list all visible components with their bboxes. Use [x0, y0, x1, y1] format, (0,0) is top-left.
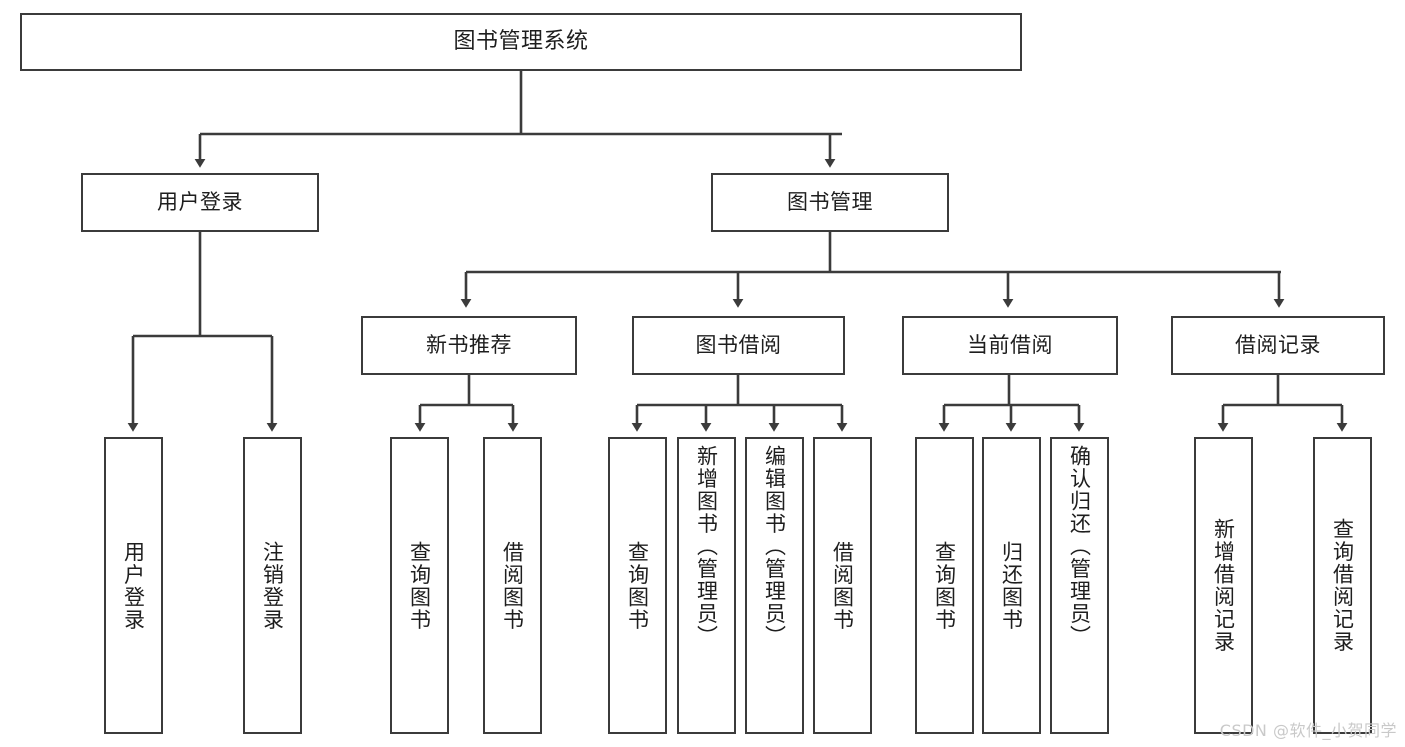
- node-book-management[interactable]: 图书管理: [711, 173, 949, 232]
- leaf-return-book[interactable]: 归还图书: [982, 437, 1041, 734]
- node-label: 图书借阅: [695, 333, 782, 358]
- leaf-logout-login[interactable]: 注销登录: [243, 437, 302, 734]
- node-label: 新书推荐: [426, 333, 512, 358]
- leaf-query-record[interactable]: 查询借阅记录: [1313, 437, 1372, 734]
- leaf-add-book[interactable]: 新增图书（管理员）: [677, 437, 736, 734]
- node-label: 借阅图书: [500, 540, 525, 631]
- leaf-query-book-1[interactable]: 查询图书: [390, 437, 449, 734]
- leaf-confirm-return[interactable]: 确认归还（管理员）: [1050, 437, 1109, 734]
- node-label: 查询借阅记录: [1330, 518, 1355, 653]
- leaf-borrow-book-1[interactable]: 借阅图书: [483, 437, 542, 734]
- node-label: 注销登录: [260, 540, 285, 631]
- node-label: 借阅图书: [830, 540, 855, 631]
- node-borrow-record[interactable]: 借阅记录: [1171, 316, 1385, 375]
- node-new-book-recommend[interactable]: 新书推荐: [361, 316, 577, 375]
- node-book-borrow[interactable]: 图书借阅: [632, 316, 845, 375]
- node-label: 查询图书: [932, 540, 957, 631]
- node-label: 当前借阅: [967, 333, 1053, 358]
- node-current-borrow[interactable]: 当前借阅: [902, 316, 1118, 375]
- watermark-text: CSDN @软件_小贺同学: [1219, 721, 1397, 740]
- node-label: 确认归还（管理员）: [1067, 445, 1092, 648]
- node-user-login[interactable]: 用户登录: [81, 173, 319, 232]
- node-label: 查询图书: [625, 540, 650, 631]
- node-label: 新增借阅记录: [1211, 518, 1236, 653]
- leaf-borrow-book-2[interactable]: 借阅图书: [813, 437, 872, 734]
- node-label: 新增图书（管理员）: [694, 445, 719, 648]
- node-label: 查询图书: [407, 540, 432, 631]
- node-label: 用户登录: [121, 540, 146, 631]
- node-label: 图书管理系统: [453, 29, 589, 55]
- leaf-add-record[interactable]: 新增借阅记录: [1194, 437, 1253, 734]
- node-label: 借阅记录: [1235, 333, 1321, 358]
- node-label: 归还图书: [999, 540, 1024, 631]
- leaf-query-book-2[interactable]: 查询图书: [608, 437, 667, 734]
- leaf-edit-book[interactable]: 编辑图书（管理员）: [745, 437, 804, 734]
- node-label: 用户登录: [157, 190, 243, 215]
- node-label: 图书管理: [787, 190, 873, 215]
- leaf-user-login[interactable]: 用户登录: [104, 437, 163, 734]
- node-root-system[interactable]: 图书管理系统: [20, 13, 1022, 71]
- node-label: 编辑图书（管理员）: [762, 445, 787, 648]
- leaf-query-book-3[interactable]: 查询图书: [915, 437, 974, 734]
